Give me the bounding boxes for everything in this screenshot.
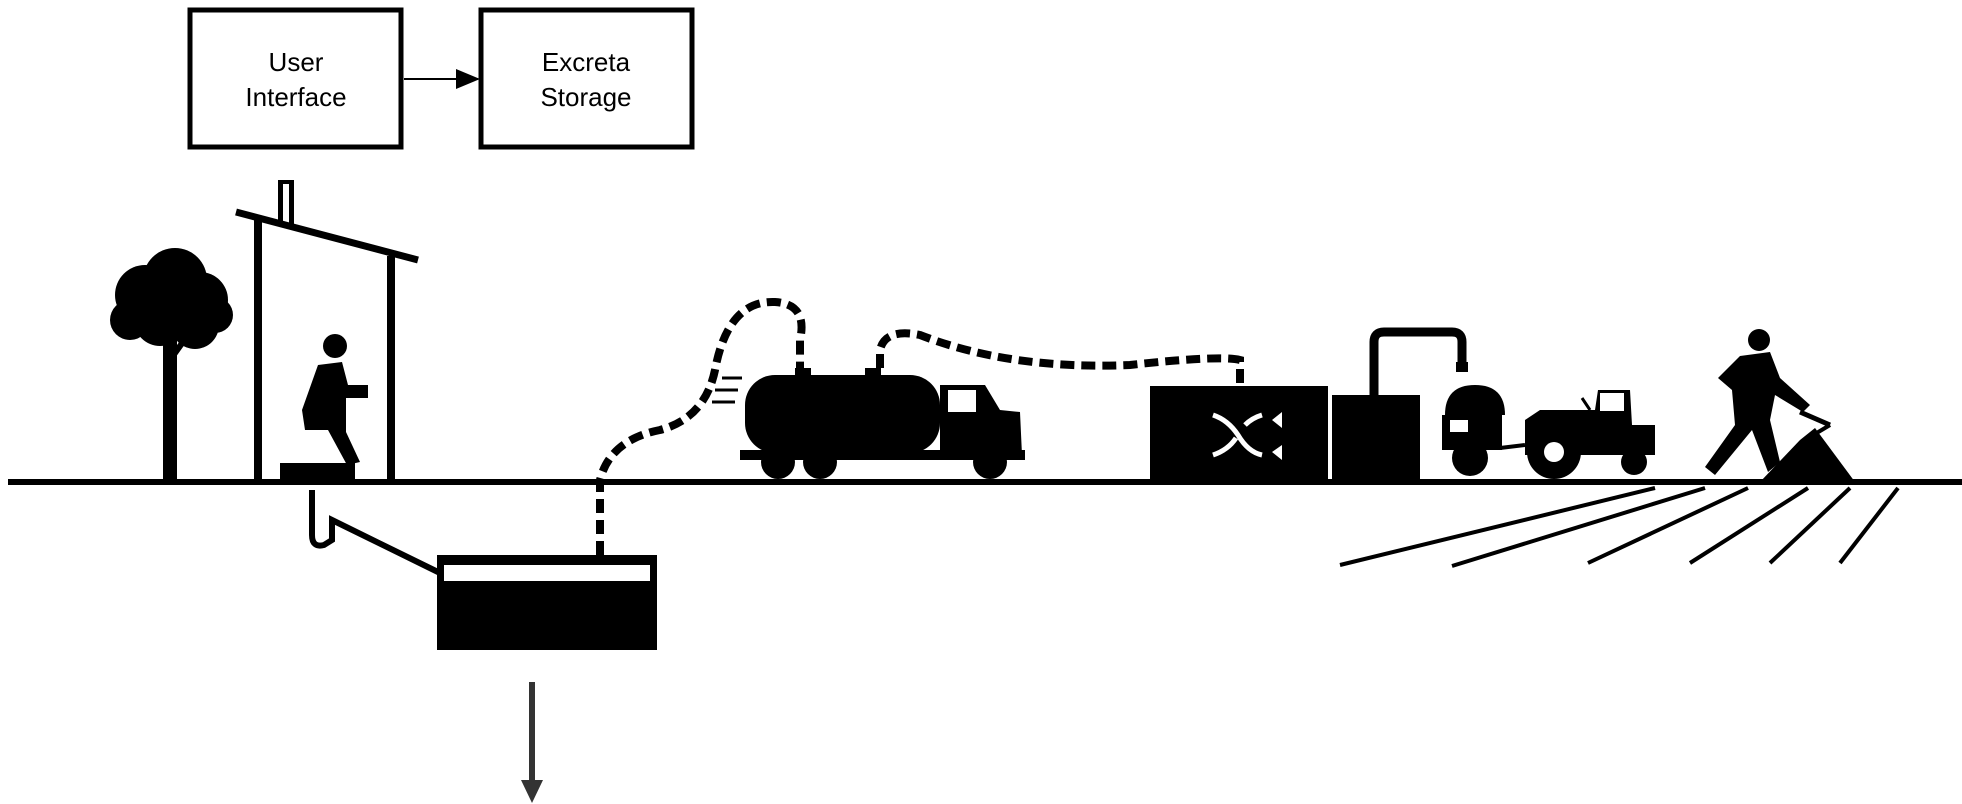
- user-interface-label-line1: User: [269, 47, 324, 77]
- excreta-storage-label-line1: Excreta: [542, 47, 631, 77]
- excreta-storage-label-line2: Storage: [540, 82, 631, 112]
- downward-arrow-icon: [521, 682, 543, 803]
- underground-tank-icon: [437, 555, 657, 650]
- discharge-hose-icon: [880, 333, 1240, 385]
- latrine-outlet-pipe: [312, 490, 440, 573]
- tree-icon: [110, 248, 233, 482]
- treatment-plant-icon: [1150, 332, 1468, 482]
- farmer-icon: [1705, 329, 1855, 482]
- excreta-storage-box: Excreta Storage: [481, 10, 692, 147]
- tractor-icon: [1442, 385, 1655, 479]
- user-interface-label-line2: Interface: [245, 82, 346, 112]
- vacuum-truck-icon: [712, 368, 1025, 479]
- squatting-person-icon: [280, 334, 368, 482]
- latrine-icon: [236, 180, 418, 482]
- user-interface-box: User Interface: [190, 10, 401, 147]
- plowed-field-icon: [1340, 488, 1898, 566]
